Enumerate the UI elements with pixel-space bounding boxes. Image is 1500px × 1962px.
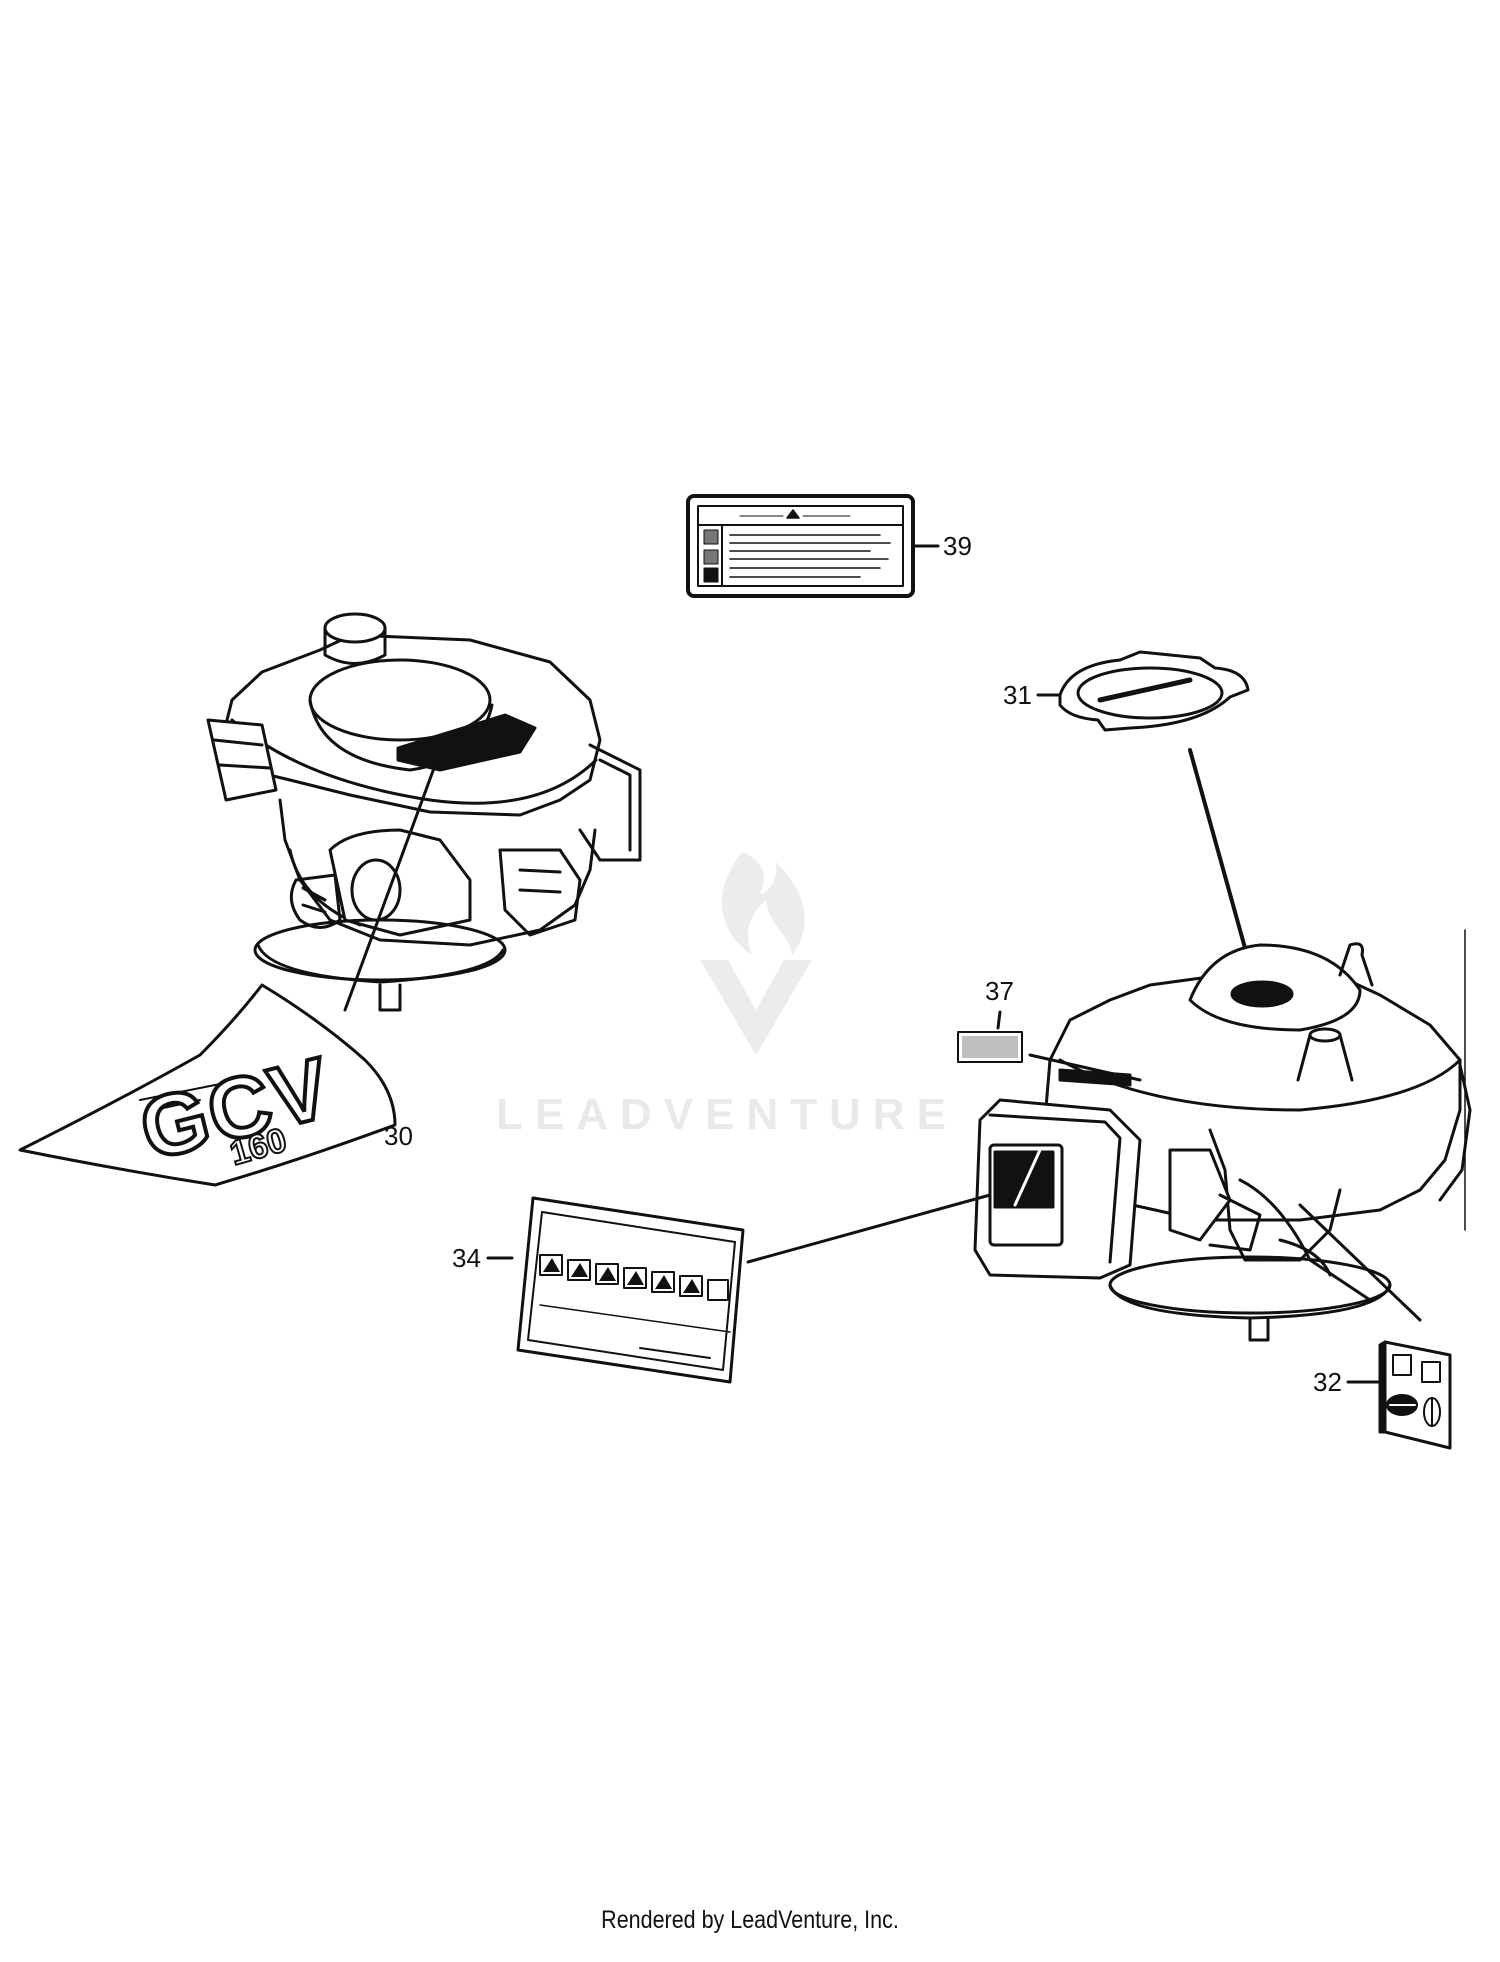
leader-line-32-target	[1298, 1203, 1422, 1322]
callout-39: 39	[943, 531, 972, 561]
callout-37: 37	[985, 976, 1014, 1006]
right-engine-illustration	[973, 929, 1472, 1342]
label-32-icons	[1378, 1340, 1452, 1450]
leader-line-37	[996, 1010, 1002, 1030]
label-39-warning	[686, 494, 915, 598]
left-engine-illustration	[206, 612, 642, 1012]
callout-30: 30	[384, 1121, 413, 1151]
callout-32: 32	[1313, 1367, 1342, 1397]
leader-line-34-target	[746, 1193, 992, 1264]
leader-line-37-target	[1028, 1053, 1142, 1082]
label-34-safety	[516, 1196, 745, 1384]
callout-34: 34	[452, 1243, 481, 1273]
leader-line-30	[343, 758, 439, 1012]
leader-line-31-target	[1188, 748, 1247, 950]
decal-30-gcv	[18, 983, 397, 1187]
part-37-label	[957, 1031, 1023, 1063]
watermark-brand: LEADVENTURE	[496, 1090, 959, 1139]
leadventure-watermark-logo	[700, 852, 812, 1055]
part-31-gasket	[1058, 650, 1250, 732]
callout-31: 31	[1003, 680, 1032, 710]
footer-credit: Rendered by LeadVenture, Inc.	[601, 1906, 899, 1934]
